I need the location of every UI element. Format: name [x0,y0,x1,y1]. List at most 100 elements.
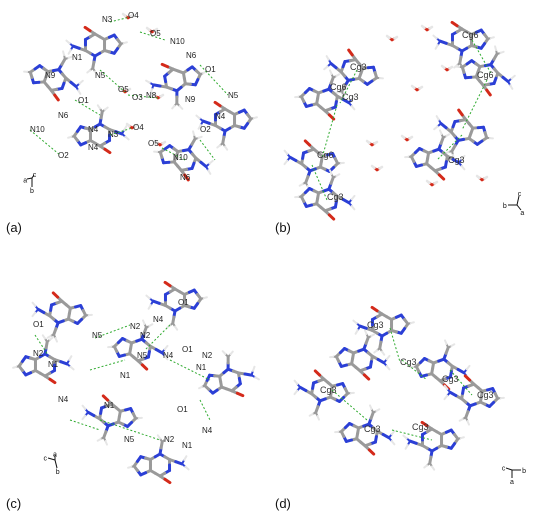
bond [254,376,260,381]
bond [129,13,135,18]
atom-label: N4 [153,315,164,324]
bond [152,83,162,88]
bond [96,104,101,110]
bond [465,364,471,371]
bond [375,408,381,412]
bond [141,319,146,326]
atom-label: N9 [185,95,196,104]
bond [54,336,59,343]
bond [303,139,312,147]
bond [341,197,351,205]
atom-label: N1 [104,401,115,410]
bond [251,365,256,372]
bond [153,139,159,145]
bond [408,439,418,445]
bond [350,205,356,211]
bond [86,410,96,418]
h-bond [29,129,61,156]
panel-c-label: (c) [6,496,22,511]
bond [434,43,439,50]
bond [443,394,449,401]
bond [153,27,159,32]
bond [31,301,37,307]
h-bond [89,359,126,371]
bond [483,175,489,180]
atom-label: N10 [173,153,188,162]
bond [283,159,289,166]
h-bond [199,399,211,421]
atom-label: N3 [108,130,119,139]
bond [470,44,478,49]
axis-arrow [54,459,58,469]
bond [99,110,104,120]
atom-label: Cg6 [330,82,347,92]
atom-label: Cg3 [342,92,359,102]
bond [448,390,458,398]
atom-label: O5 [148,139,159,148]
atom-label: Cg6 [477,70,494,80]
bond [283,149,289,155]
bond [163,355,169,361]
atom-label: Cg3 [412,422,429,432]
atom-label: Cg6 [317,150,334,160]
bond [51,291,60,299]
bond [451,153,455,160]
bond [450,20,459,28]
bond [163,477,172,485]
atom-label: N1 [48,360,59,369]
bond [171,315,176,325]
bond [443,339,448,346]
atom-label: N4 [215,112,226,121]
bond [163,344,169,351]
bond [151,299,161,305]
h-bond [74,99,101,116]
h-bond [144,324,171,351]
bond [437,173,446,181]
bond [183,173,190,182]
bond [435,115,440,121]
h-bond [321,104,338,159]
bond [373,349,379,354]
bond [385,34,391,40]
atom-label: O2 [200,125,211,134]
bond [116,420,125,426]
bond [439,136,445,145]
bond [467,136,475,143]
bond [364,336,370,345]
bond [192,130,196,137]
bond [103,49,111,54]
bond [425,179,431,185]
atom-label: O5 [118,85,129,94]
atom-label: N2 [164,435,175,444]
bond [378,340,383,350]
bond [428,25,434,30]
h-bond [69,419,101,431]
atom-label: O1 [182,345,193,354]
axis-arrow [47,457,56,461]
h-bond [161,147,186,161]
atom-label: Cg3 [320,385,337,395]
bond [124,135,130,141]
bond [475,174,481,180]
bond [172,147,180,154]
bond [41,334,46,340]
bond [12,365,18,369]
bond [340,84,347,93]
bond [409,321,415,325]
bond [400,134,406,140]
h-bond [199,64,229,96]
bond [438,39,448,45]
bond [122,41,128,45]
bond [233,124,241,129]
bond [44,340,49,350]
bond [350,194,356,201]
bond [370,333,376,337]
h-bond [461,79,488,131]
bond [445,133,451,137]
bond [428,455,433,465]
bond [376,357,386,365]
bond [29,356,37,361]
bond [393,35,399,40]
bond [350,105,356,111]
